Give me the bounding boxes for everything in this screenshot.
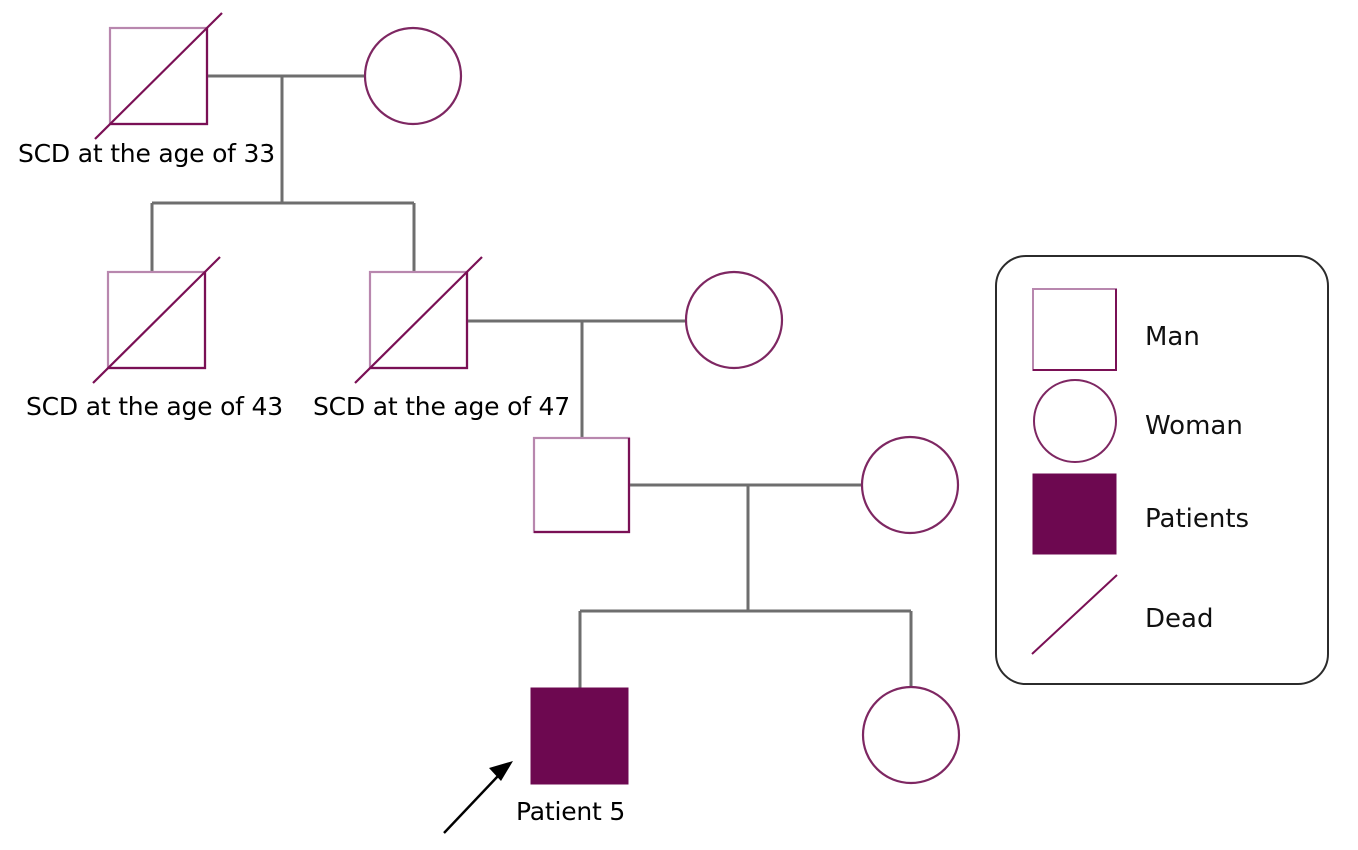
individual-gen1-male[interactable] [94,12,223,140]
square-filled-icon [1032,473,1117,555]
square-symbol-male [532,436,631,534]
label-gen2-male-right: SCD at the age of 47 [313,392,570,421]
circle-symbol-female [684,270,784,370]
legend-label-patients: Patients [1145,504,1249,534]
label-gen2-male-left: SCD at the age of 43 [26,392,283,421]
legend-item-woman[interactable]: Woman [1033,379,1243,463]
arrow-shaft [443,775,499,834]
individual-gen2-male-left[interactable] [92,256,221,384]
square-symbol-male-dark-edges [108,272,207,370]
legend: Man Woman Patients Dead [995,255,1329,685]
label-gen1-male: SCD at the age of 33 [18,139,275,168]
circle-outline-icon [1033,379,1117,463]
circle-symbol-female [860,435,960,535]
dead-slash-icon [354,256,483,384]
legend-item-dead[interactable]: Dead [1031,574,1213,655]
square-outline-icon-dark-edges [1033,289,1117,371]
proband-arrow-icon [443,761,513,834]
individual-gen2-male-right[interactable] [354,256,483,384]
connector-lines [150,74,913,688]
legend-item-man[interactable]: Man [1032,288,1200,371]
individual-gen3-male[interactable] [532,436,631,534]
circle-symbol-female [861,685,961,785]
individual-gen4-proband[interactable] [530,687,629,785]
dead-slash-icon [92,256,221,384]
arrow-head [489,761,513,781]
square-symbol-male-dark-edges [534,438,631,534]
diagonal-slash-icon [1031,574,1118,655]
dead-slash-icon [94,12,223,140]
label-proband: Patient 5 [516,797,625,826]
legend-item-patients[interactable]: Patients [1032,473,1249,555]
legend-label-woman: Woman [1145,411,1243,441]
square-symbol-male-dark-edges [110,28,209,126]
square-symbol-affected [530,687,629,785]
individual-gen2-female[interactable] [684,270,784,370]
circle-symbol-female [363,26,463,126]
individual-gen1-female[interactable] [363,26,463,126]
legend-label-man: Man [1145,322,1200,352]
legend-label-dead: Dead [1145,604,1213,634]
individual-gen3-female[interactable] [860,435,960,535]
square-outline-icon [1032,288,1117,371]
square-symbol-male-dark-edges [370,272,469,370]
individual-gen4-female[interactable] [861,685,961,785]
